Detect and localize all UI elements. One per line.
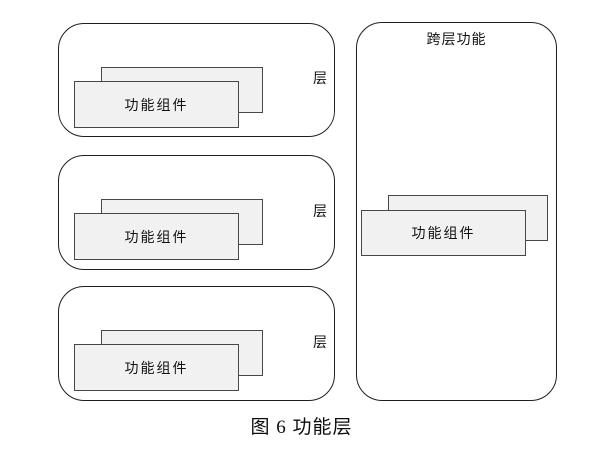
functional-component-box: 功能组件 — [74, 344, 239, 391]
layer-panel-3: 功能组件 层 — [58, 286, 335, 401]
functional-component-label: 功能组件 — [124, 98, 189, 114]
functional-component-box: 功能组件 — [74, 213, 239, 260]
cross-layer-title: 跨层功能 — [426, 33, 487, 48]
layer-label: 层 — [313, 72, 327, 87]
functional-component-box: 功能组件 — [74, 81, 239, 128]
cross-layer-panel: 跨层功能 功能组件 — [356, 22, 557, 401]
layer-label: 层 — [313, 335, 327, 351]
figure-caption: 图 6 功能层 — [250, 417, 353, 438]
layer-label: 层 — [313, 204, 327, 220]
layer-panel-1: 功能组件 层 — [58, 23, 335, 137]
functional-component-box: 功能组件 — [361, 210, 526, 256]
functional-component-label: 功能组件 — [124, 230, 189, 246]
layer-panel-2: 功能组件 层 — [58, 155, 335, 270]
functional-component-label: 功能组件 — [411, 227, 476, 242]
functional-component-label: 功能组件 — [124, 361, 189, 377]
